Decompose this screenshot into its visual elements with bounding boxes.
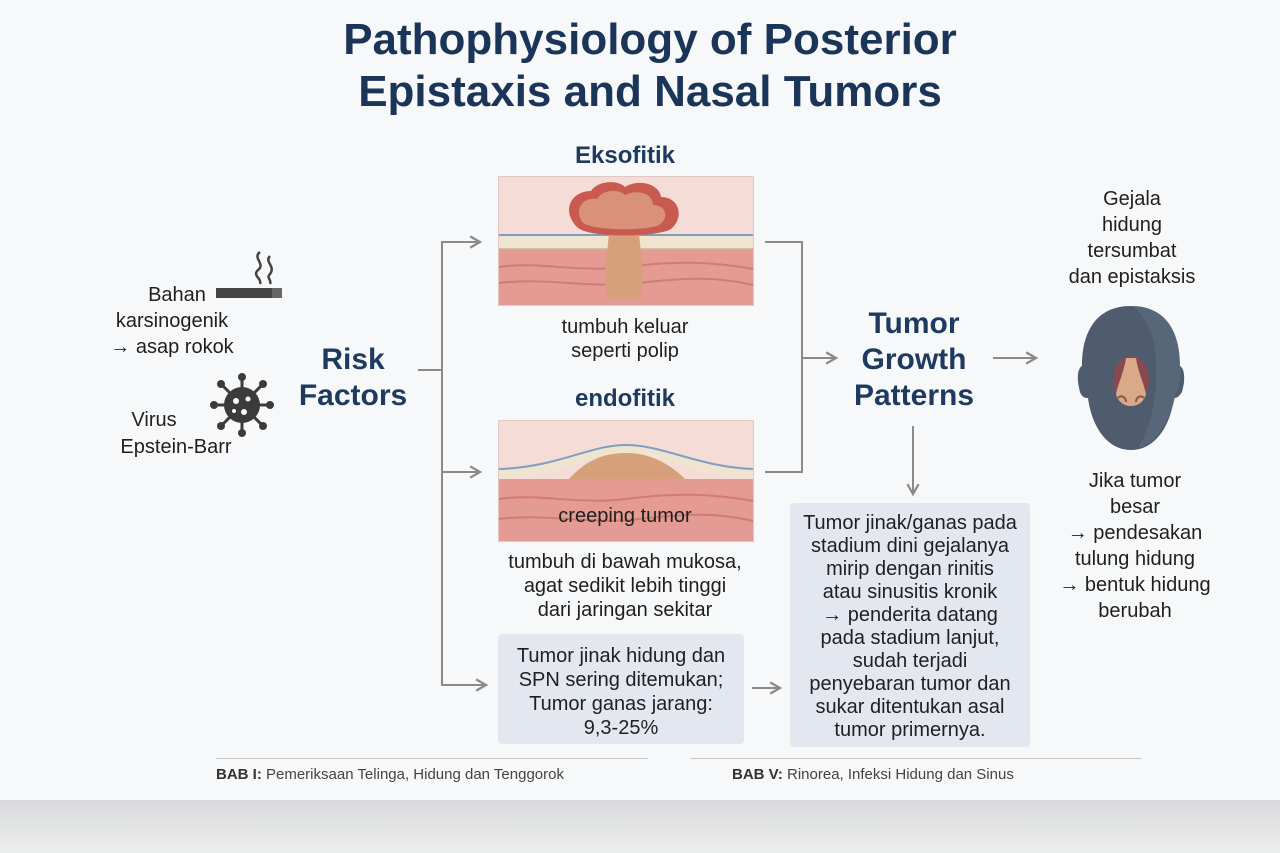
growth-patterns-heading: Tumor Growth Patterns [836, 306, 992, 414]
large-tumor-line-4: tulung hidung [1074, 548, 1196, 570]
exophytic-tissue-illustration [498, 176, 754, 306]
large-tumor-text: Jika tumor besar → pendesakan tulung hid… [1040, 468, 1230, 624]
arrow-to-endophytic [441, 370, 483, 479]
page-shadow [0, 800, 1280, 853]
stage-line-3: mirip dengan rinitis [826, 558, 994, 580]
risk-carcinogen-text: Bahan karsinogenik → asap rokok [92, 282, 252, 360]
stage-line-7: sudah terjadi [852, 650, 968, 672]
footer-right-text: Rinorea, Infeksi Hidung dan Sinus [782, 766, 1014, 783]
symptoms-line-2: hidung [1101, 214, 1163, 236]
footer-left-text: Pemeriksaan Telinga, Hidung dan Tenggoro… [261, 766, 564, 783]
carcinogen-line-3: → asap rokok [110, 336, 234, 358]
stage-line-2: stadium dini gejalanya [811, 535, 1009, 557]
large-tumor-line-6: berubah [1098, 600, 1172, 622]
footer-right-bold: BAB V: [732, 766, 783, 783]
arrow-to-exophytic [441, 235, 483, 370]
arrow-to-benign-box [441, 472, 489, 692]
footer-divider-left [216, 758, 648, 759]
cigarette-icon [216, 251, 282, 298]
endophytic-caption-line-2: agat sedikit lebih tinggi [523, 575, 727, 597]
large-tumor-line-2: besar [1109, 496, 1161, 518]
risk-heading-line-1: Risk [321, 343, 385, 376]
stage-line-5: → penderita datang [822, 604, 998, 626]
stage-line-1: Tumor jinak/ganas pada [803, 512, 1017, 534]
stage-line-9: sukar ditentukan asal [815, 696, 1005, 718]
title-line-2: Epistaxis and Nasal Tumors [358, 67, 942, 116]
benign-tumor-box: Tumor jinak hidung dan SPN sering ditemu… [498, 634, 744, 744]
exophytic-caption-line-1: tumbuh keluar [561, 316, 689, 338]
virus-line-1: Virus [131, 409, 177, 431]
symptoms-text: Gejala hidung tersumbat dan epistaksis [1040, 186, 1224, 290]
endophytic-caption: tumbuh di bawah mukosa, agat sedikit leb… [486, 550, 764, 622]
endophytic-caption-line-3: dari jaringan sekitar [537, 599, 713, 621]
footer-left: BAB I: Pemeriksaan Telinga, Hidung dan T… [216, 766, 656, 783]
stage-line-4: atau sinusitis kronik [822, 581, 998, 603]
exophytic-label: Eksofitik [574, 142, 676, 169]
footer-left-bold: BAB I: [216, 766, 262, 783]
endophytic-tissue-illustration [498, 420, 754, 542]
head-nose-icon [1077, 306, 1185, 450]
risk-heading-line-2: Factors [298, 379, 408, 412]
connector-arrows [418, 235, 1039, 695]
benign-line-4: 9,3-25% [583, 717, 659, 739]
virus-icon [210, 373, 274, 437]
stage-line-6: pada stadium lanjut, [820, 627, 1000, 649]
large-tumor-line-5: → bentuk hidung [1059, 574, 1211, 596]
stage-line-10: tumor primernya. [834, 719, 986, 741]
endophytic-overlay-label: creeping tumor [558, 505, 692, 527]
page-title: Pathophysiology of Posterior Epistaxis a… [140, 14, 1160, 118]
growth-line-2: Growth [861, 343, 967, 376]
growth-line-3: Patterns [853, 379, 975, 412]
carcinogen-line-1: Bahan [148, 284, 206, 306]
stage-box: Tumor jinak/ganas pada stadium dini geja… [790, 503, 1030, 747]
growth-merge-bracket [765, 241, 803, 473]
stage-line-8: penyebaran tumor dan [809, 673, 1011, 695]
endophytic-label: endofitik [575, 385, 675, 412]
footer-right: BAB V: Rinorea, Infeksi Hidung dan Sinus [732, 766, 1152, 783]
page: Pathophysiology of Posterior Epistaxis a… [0, 0, 1280, 800]
exophytic-caption-line-2: seperti polip [571, 340, 679, 362]
risk-virus-text: Virus Epstein-Barr [96, 407, 256, 461]
benign-line-3: Tumor ganas jarang: [529, 693, 713, 715]
exophytic-caption: tumbuh keluar seperti polip [498, 315, 752, 363]
title-line-1: Pathophysiology of Posterior [343, 15, 957, 64]
symptoms-line-4: dan epistaksis [1068, 266, 1196, 288]
endophytic-caption-line-1: tumbuh di bawah mukosa, [508, 551, 742, 573]
benign-line-1: Tumor jinak hidung dan [516, 645, 726, 667]
benign-line-2: SPN sering ditemukan; [518, 669, 724, 691]
footer-divider-right [690, 758, 1142, 759]
growth-line-1: Tumor [868, 307, 960, 340]
symptoms-line-1: Gejala [1103, 188, 1161, 210]
large-tumor-line-3: → pendesakan [1067, 522, 1203, 544]
virus-line-2: Epstein-Barr [120, 436, 232, 458]
symptoms-line-3: tersumbat [1087, 240, 1177, 262]
risk-factors-heading: Risk Factors [280, 342, 426, 414]
large-tumor-line-1: Jika tumor [1088, 470, 1182, 492]
carcinogen-line-2: karsinogenik [115, 310, 229, 332]
